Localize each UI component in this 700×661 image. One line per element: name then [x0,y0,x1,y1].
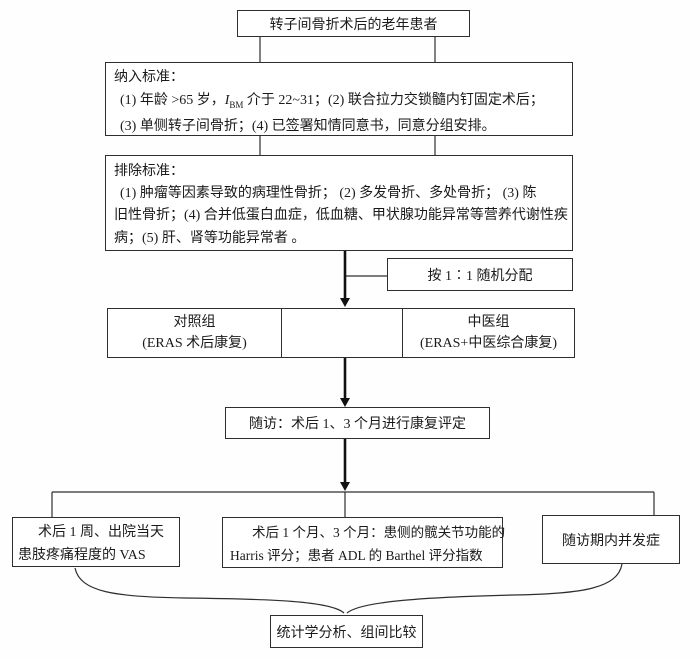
bmi-variable: I [224,92,230,108]
vas-line-1: 术后 1 周、出院当天 [38,525,164,540]
harris-barthel-outcome-box: 术后 1 个月、3 个月：患侧的髋关节功能的 Harris 评分；患者 ADL … [222,517,506,568]
inclusion-criteria-box: 纳入标准： (1) 年龄 >65 岁，IBM 介于 22~31；(2) 联合拉力… [105,62,573,136]
analysis-label: 统计学分析、组间比较 [276,625,417,641]
control-group-name: 对照组 [173,315,216,330]
randomization-label: 按 1∶1 随机分配 [427,268,533,284]
empty-middle-cell [281,309,403,357]
complications-label: 随访期内并发症 [562,533,660,549]
tcm-group-cell: 中医组 (ERAS+中医综合康复) [403,309,574,357]
inclusion-line-1: (1) 年龄 >65 岁，IBM 介于 22~31；(2) 联合拉力交锁髓内钉固… [120,92,544,110]
followup-label: 随访：术后 1、3 个月进行康复评定 [249,417,466,432]
randomization-box: 按 1∶1 随机分配 [387,258,573,291]
exclusion-criteria-box: 排除标准： (1) 肿瘤等因素导致的病理性骨折； (2) 多发骨折、多处骨折； … [105,155,573,251]
control-group-detail: (ERAS 术后康复) [142,336,247,351]
group-allocation-row: 对照组 (ERAS 术后康复) 中医组 (ERAS+中医综合康复) [107,308,575,358]
bmi-subscript: BM [229,99,244,110]
curve-right-to-analysis [346,563,623,614]
arrowhead-to-groups [340,298,350,307]
exclusion-line-2: 旧性骨折；(4) 合并低蛋白血症，低血糖、甲状腺功能异常等营养代谢性疾 [114,208,568,224]
vas-outcome-box: 术后 1 周、出院当天 患肢疼痛程度的 VAS [12,517,180,567]
curve-left-to-analysis [74,567,345,614]
inclusion-title: 纳入标准： [114,70,184,85]
exclusion-line-3: 病；(5) 肝、肾等功能异常者 。 [114,230,306,246]
tcm-group-name: 中医组 [467,315,510,330]
arrowhead-to-splitter [340,482,350,491]
tcm-group-detail: (ERAS+中医综合康复) [419,336,557,351]
inclusion-line-2: (3) 单侧转子间骨折；(4) 已签署知情同意书，同意分组安排。 [120,118,496,134]
exclusion-title: 排除标准： [114,164,184,179]
control-group-cell: 对照组 (ERAS 术后康复) [108,309,281,357]
harris-line-1: 术后 1 个月、3 个月：患侧的髋关节功能的 [252,525,506,540]
patients-box: 转子间骨折术后的老年患者 [237,10,470,37]
arrowhead-to-followup [340,398,350,407]
exclusion-line-1: (1) 肿瘤等因素导致的病理性骨折； (2) 多发骨折、多处骨折； (3) 陈 [120,186,537,202]
harris-line-2: Harris 评分；患者 ADL 的 Barthel 评分指数 [230,547,483,563]
followup-box: 随访：术后 1、3 个月进行康复评定 [225,407,490,439]
vas-line-2: 患肢疼痛程度的 VAS [18,547,146,563]
complications-outcome-box: 随访期内并发症 [542,515,680,564]
analysis-box: 统计学分析、组间比较 [270,615,423,648]
patients-label: 转子间骨折术后的老年患者 [269,17,438,33]
